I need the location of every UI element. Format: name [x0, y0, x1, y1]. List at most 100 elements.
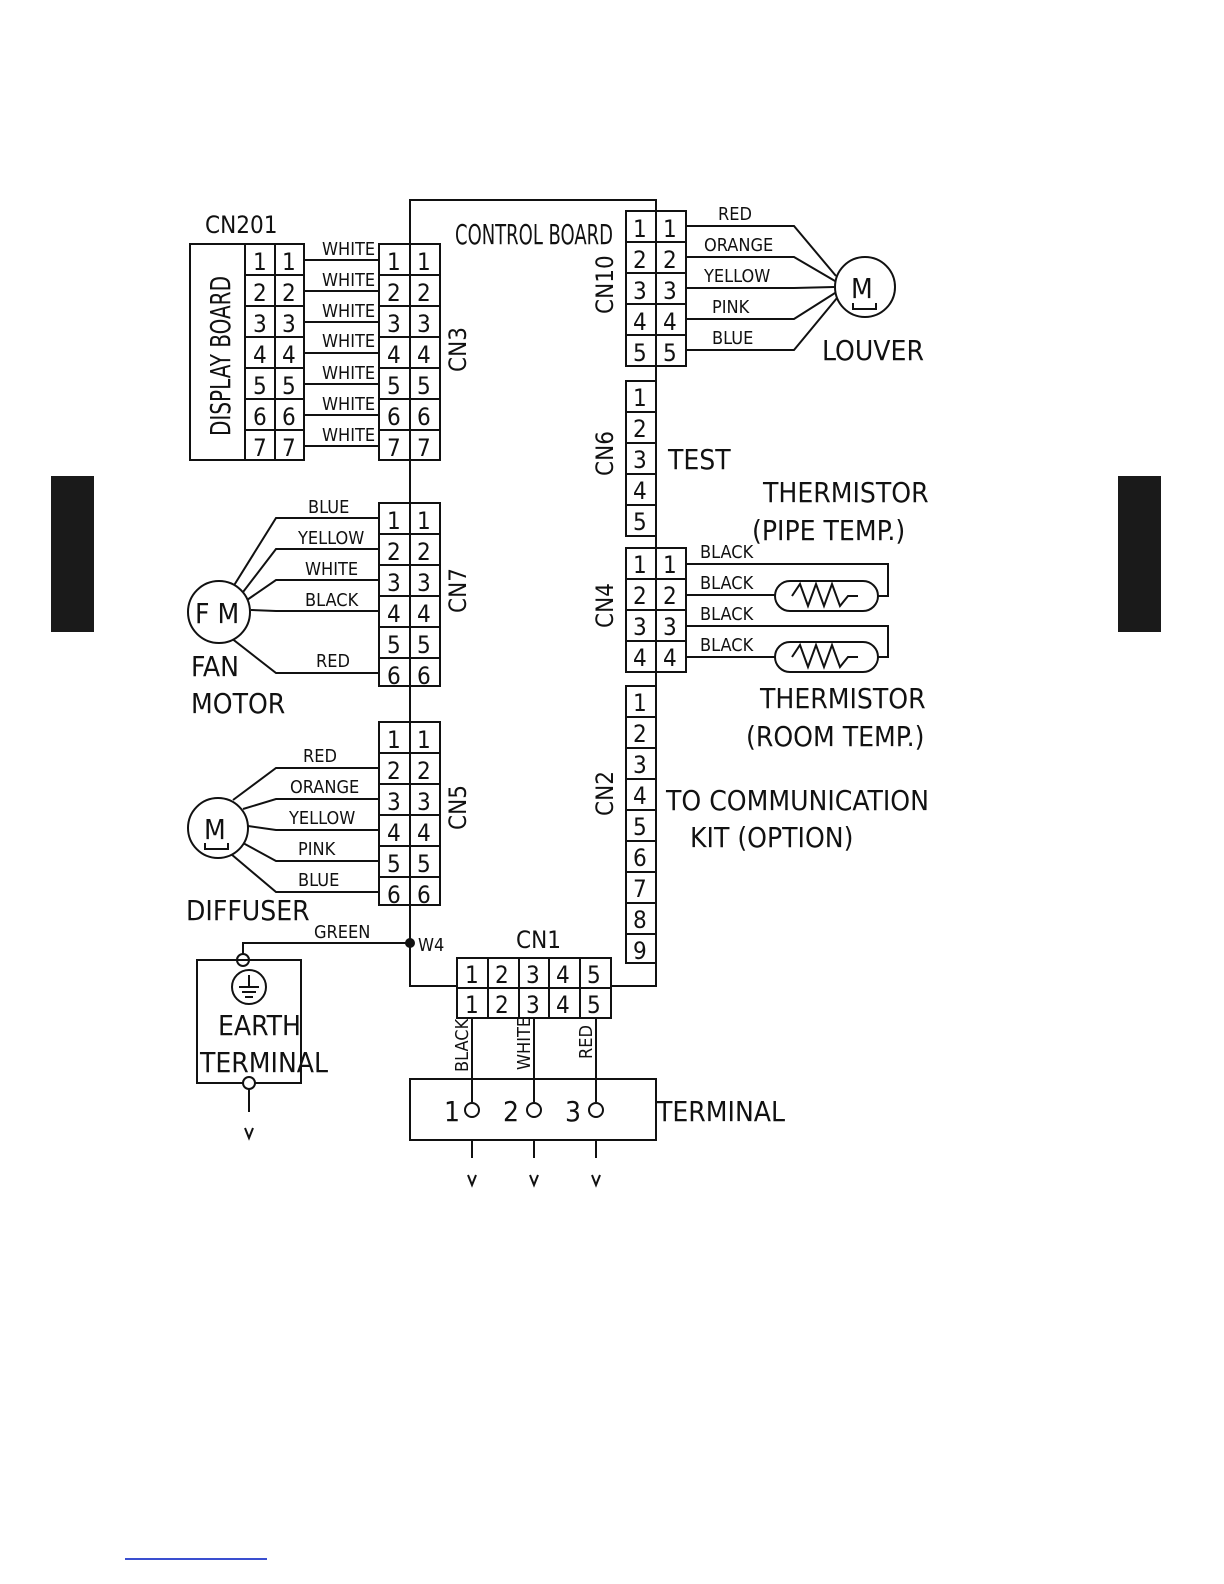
cn7-pin-2a: 2: [387, 538, 401, 566]
cn5-pin-6a: 6: [387, 881, 401, 909]
cn3-pin-1a: 1: [387, 248, 401, 276]
cn3-pin-1b: 1: [417, 248, 431, 276]
cn201-pin-1b: 1: [282, 248, 296, 276]
cn4-pin-4a: 4: [633, 644, 647, 672]
communication-kit-label-1: TO COMMUNICATION: [665, 784, 929, 817]
cn6-test-label: TEST: [667, 443, 731, 476]
cn5-pin-6b: 6: [417, 881, 431, 909]
cn6-connector: 1 2 3 4 5: [625, 380, 657, 537]
cn7-wire-1-label: BLUE: [308, 497, 349, 518]
cn7-pin-4b: 4: [417, 600, 431, 628]
earth-terminal-label-1: EARTH: [218, 1009, 301, 1042]
display-board: [189, 243, 305, 461]
cn3-wire-7-label: WHITE: [322, 425, 375, 446]
cn1-pin-5b: 5: [587, 991, 601, 1019]
cn1-wire-3-label: RED: [576, 1025, 597, 1059]
display-board-pins: 1 1 2 2 3 3 4 4 5 5 6 6 7 7: [253, 248, 296, 462]
cn5-wire-1-label: RED: [303, 746, 337, 767]
cn10-pin-2a: 2: [633, 246, 647, 274]
cn1-connector: 1 2 3 4 5 1 2 3 4 5: [456, 957, 612, 1019]
cn3-pin-7a: 7: [387, 434, 401, 462]
cn4-label: CN4: [591, 583, 619, 628]
cn2-connector: 1 2 3 4 5 6 7 8 9: [625, 685, 657, 965]
fan-motor-symbol: F M: [195, 597, 239, 630]
fan-motor-label-2: MOTOR: [191, 687, 285, 720]
pipe-thermistor-icon: [774, 580, 879, 612]
cn1-pin-2b: 2: [495, 991, 509, 1019]
terminal-output-arrows: [467, 1140, 601, 1188]
cn5-pin-5a: 5: [387, 850, 401, 878]
cn1-wire-1-label: BLACK: [452, 1018, 473, 1072]
cn1-pin-1a: 1: [465, 961, 479, 989]
cn1-pin-4a: 4: [556, 961, 570, 989]
fan-motor-label-1: FAN: [191, 650, 239, 683]
cn7-pin-1b: 1: [417, 507, 431, 535]
thermistor-pipe-label-1: THERMISTOR: [762, 476, 929, 509]
cn3-wire-5-label: WHITE: [322, 363, 375, 384]
cn5-label: CN5: [444, 785, 472, 830]
cn7-wire-2-label: YELLOW: [297, 528, 364, 549]
communication-kit-label-2: KIT (OPTION): [690, 821, 853, 854]
cn2-pin-5: 5: [633, 813, 647, 841]
cn2-pin-6: 6: [633, 844, 647, 872]
control-board-title: CONTROL BOARD: [455, 218, 613, 251]
cn6-pin-2: 2: [633, 415, 647, 443]
louver-motor-symbol: M: [851, 272, 873, 305]
cn5-pin-1a: 1: [387, 726, 401, 754]
cn5-pin-4b: 4: [417, 819, 431, 847]
cn201-pin-1a: 1: [253, 248, 267, 276]
ground-wire: GREEN W4: [236, 922, 444, 967]
cn5-pin-5b: 5: [417, 850, 431, 878]
display-board-wires: WHITE WHITE WHITE WHITE WHITE WHITE WHIT…: [304, 239, 379, 447]
cn5-pin-3a: 3: [387, 788, 401, 816]
cn4-wire-3-label: BLACK: [700, 604, 754, 625]
thermistor-room-label-1: THERMISTOR: [759, 682, 926, 715]
cn3-pin-6b: 6: [417, 403, 431, 431]
cn10-label: CN10: [591, 255, 619, 314]
diffuser-motor: M: [187, 797, 249, 859]
cn10-pin-4a: 4: [633, 308, 647, 336]
fan-motor-wires: BLUE YELLOW WHITE BLACK RED: [225, 497, 379, 674]
diffuser-motor-symbol: M: [204, 813, 226, 846]
cn3-pin-3a: 3: [387, 310, 401, 338]
cn10-wire-3-label: YELLOW: [703, 266, 770, 287]
cn4-wire-1-label: BLACK: [700, 542, 754, 563]
louver-motor: M: [834, 256, 896, 318]
cn3-wire-2-label: WHITE: [322, 270, 375, 291]
cn4-pin-1b: 1: [663, 551, 677, 579]
thermistor-wires: BLACK BLACK BLACK BLACK: [686, 542, 889, 658]
cn3-pin-5a: 5: [387, 372, 401, 400]
cn1-pin-5a: 5: [587, 961, 601, 989]
thermistor-room-label-2: (ROOM TEMP.): [746, 720, 924, 753]
cn7-wire-4-label: BLACK: [305, 590, 359, 611]
cn201-pin-4b: 4: [282, 341, 296, 369]
cn3-pin-5b: 5: [417, 372, 431, 400]
cn3-pin-4b: 4: [417, 341, 431, 369]
display-board-label: DISPLAY BOARD: [204, 276, 237, 436]
cn10-pin-2b: 2: [663, 246, 677, 274]
cn4-pin-2a: 2: [633, 582, 647, 610]
cn1-pin-4b: 4: [556, 991, 570, 1019]
cn7-connector: 1 1 2 2 3 3 4 4 5 5 6 6: [378, 502, 441, 690]
cn7-pin-1a: 1: [387, 507, 401, 535]
cn3-pin-6a: 6: [387, 403, 401, 431]
cn10-wire-4-label: PINK: [712, 297, 750, 318]
louver-label: LOUVER: [822, 334, 924, 367]
cn3-pin-2b: 2: [417, 279, 431, 307]
terminal-label: TERMINAL: [656, 1095, 785, 1128]
cn1-pin-3b: 3: [526, 991, 540, 1019]
cn3-wire-1-label: WHITE: [322, 239, 375, 260]
fan-motor: F M: [187, 580, 251, 644]
earth-terminal: [196, 959, 302, 1141]
cn201-pin-7a: 7: [253, 434, 267, 462]
cn7-pin-4a: 4: [387, 600, 401, 628]
ground-wire-label: GREEN: [314, 922, 370, 943]
cn7-pin-3a: 3: [387, 569, 401, 597]
room-thermistor-icon: [774, 641, 879, 673]
cn201-pin-7b: 7: [282, 434, 296, 462]
cn2-pin-8: 8: [633, 906, 647, 934]
cn3-pin-2a: 2: [387, 279, 401, 307]
right-section-tab: [1118, 476, 1161, 632]
cn3-pin-7b: 7: [417, 434, 431, 462]
cn3-connector: 1 1 2 2 3 3 4 4 5 5 6 6 7 7: [378, 243, 441, 462]
